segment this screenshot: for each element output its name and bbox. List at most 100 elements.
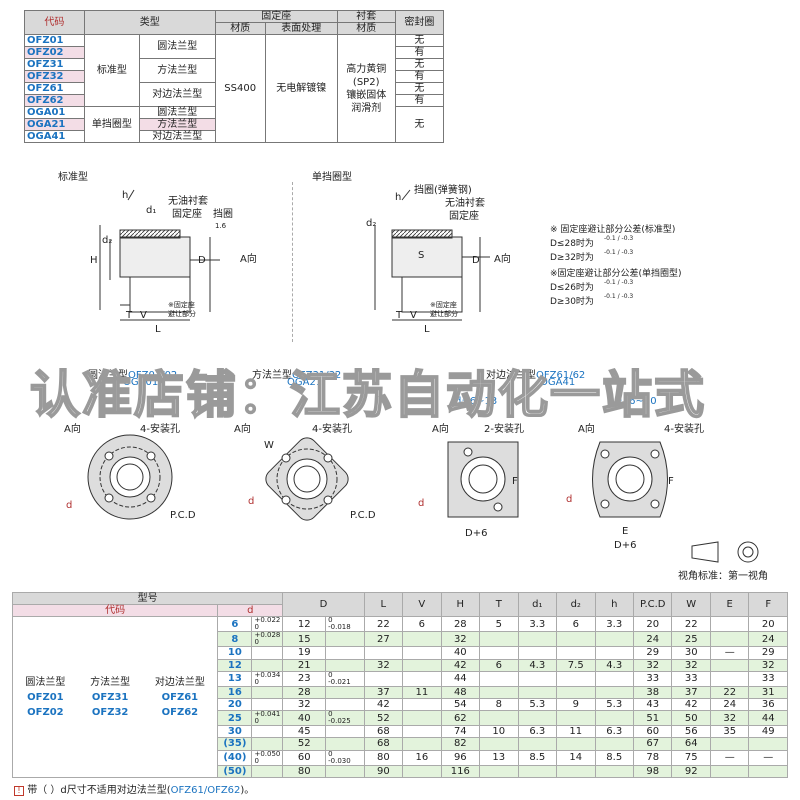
bushing-line: (SP2) <box>352 76 380 88</box>
group-code: OFZ32 <box>91 706 129 718</box>
cell-d1 <box>517 737 558 751</box>
standard-section-drawing <box>99 189 220 321</box>
cell-T: 10 <box>479 725 519 739</box>
view-a-2: A向 <box>234 424 251 435</box>
cell-E: 35 <box>709 725 750 739</box>
cell-pcd: 67 <box>632 737 673 751</box>
cell-D-tol <box>325 685 365 699</box>
th-F: F <box>748 591 788 618</box>
cell-h <box>594 685 634 699</box>
cell-pcd: 98 <box>632 764 673 778</box>
label-V-2: V <box>410 310 417 321</box>
code-cell: OGA01 <box>24 106 85 119</box>
group-name: 对边法兰型 <box>154 676 205 688</box>
cell-L: 68 <box>363 737 404 751</box>
f-label-1: F <box>512 476 518 487</box>
holes-label-2: 4-安装孔 <box>312 424 352 435</box>
cell-h <box>594 737 634 751</box>
cell-F: 29 <box>748 646 788 660</box>
cell-W: 64 <box>671 737 711 751</box>
warning-icon: ! <box>14 786 24 796</box>
cell-F <box>748 737 788 751</box>
round-flange-view <box>87 434 173 520</box>
cell-D: 19 <box>282 646 327 660</box>
cell-d1 <box>517 764 558 778</box>
label-a-dir: A向 <box>240 254 257 265</box>
group-code: OFZ31 <box>91 691 129 703</box>
cell-V <box>402 646 442 660</box>
flange-code-round: OGA01 <box>123 377 159 388</box>
cell-L: 37 <box>363 685 404 699</box>
view-a-4: A向 <box>578 424 595 435</box>
cell-d2: 9 <box>556 697 596 712</box>
cell-D: 23 <box>282 670 327 687</box>
cell-F: 49 <box>748 725 788 739</box>
cell-W: 33 <box>671 670 711 687</box>
label-V: V <box>140 310 147 321</box>
group-code: OFZ62 <box>161 706 199 718</box>
cell-D-tol <box>325 725 365 739</box>
cell-d1: 3.3 <box>517 616 558 633</box>
group-standard: 标准型 <box>83 34 140 107</box>
cell-pcd: 60 <box>632 725 673 739</box>
cell-D-tol <box>325 658 365 672</box>
group-stopper: 单挡圈型 <box>83 106 140 143</box>
cell-h <box>594 670 634 687</box>
footnote-codes: OFZ61/OFZ62 <box>170 785 241 796</box>
label-D: D <box>198 255 206 266</box>
cell-T: 13 <box>479 749 519 766</box>
th-d1: d₁ <box>517 591 558 618</box>
cell-W: 22 <box>671 616 711 633</box>
dimension-table: 型号 D L V H T d₁ d₂ h P.C.D W E F 代码 d 圆法… <box>11 591 788 778</box>
cell-d1 <box>517 685 558 699</box>
label-T: T <box>126 310 133 321</box>
cell-V <box>402 658 442 672</box>
cell-pcd: 38 <box>632 685 673 699</box>
th-model: 型号 <box>11 591 284 606</box>
cell-d: 13 <box>217 670 253 687</box>
cell-D: 12 <box>282 616 327 633</box>
cell-L: 42 <box>363 697 404 712</box>
cell-d-tol <box>251 685 284 699</box>
cell-D-tol <box>325 646 365 660</box>
type-cell: 方法兰型 <box>138 118 216 131</box>
projection-symbol-icon <box>691 541 759 563</box>
code-cell: OGA21 <box>24 118 85 131</box>
label-d1: d₁ <box>146 205 157 216</box>
flange-title-round: 圆法兰型OFZ01/02 <box>88 370 178 381</box>
bushing-line: 高力黄铜 <box>346 63 387 75</box>
flat-flange-view-1 <box>447 441 519 518</box>
cell-T <box>479 670 519 687</box>
note-tol: -0.1 / -0.3 <box>604 293 634 300</box>
cell-W: 75 <box>671 749 711 766</box>
cell-D: 21 <box>282 658 327 672</box>
cell-V <box>402 697 442 712</box>
cell-d-tol <box>251 646 284 660</box>
cell-D-tol <box>325 764 365 778</box>
cell-T: 8 <box>479 697 519 712</box>
flange-title-flat: 对边法兰型OFZ61/62 <box>486 370 586 381</box>
cell-W: 56 <box>671 725 711 739</box>
d6-label-2: D+6 <box>614 540 637 551</box>
cell-H: 48 <box>440 685 481 699</box>
pcd-label-2: P.C.D <box>350 510 376 521</box>
cell-pcd: 29 <box>632 646 673 660</box>
cell-H: 74 <box>440 725 481 739</box>
cell-h: 6.3 <box>594 725 634 739</box>
cell-d: 20 <box>217 697 253 712</box>
cell-D-tol <box>325 737 365 751</box>
cell-L: 52 <box>363 710 404 727</box>
cell-d1 <box>517 631 558 648</box>
cell-W: 30 <box>671 646 711 660</box>
cell-d: 8 <box>217 631 253 648</box>
cell-h <box>594 710 634 727</box>
cell-d: 25 <box>217 710 253 727</box>
cell-d: 16 <box>217 685 253 699</box>
cell-H: 96 <box>440 749 481 766</box>
cell-V: 16 <box>402 749 442 766</box>
square-flange-view <box>265 437 349 521</box>
th-d: d <box>217 604 284 618</box>
